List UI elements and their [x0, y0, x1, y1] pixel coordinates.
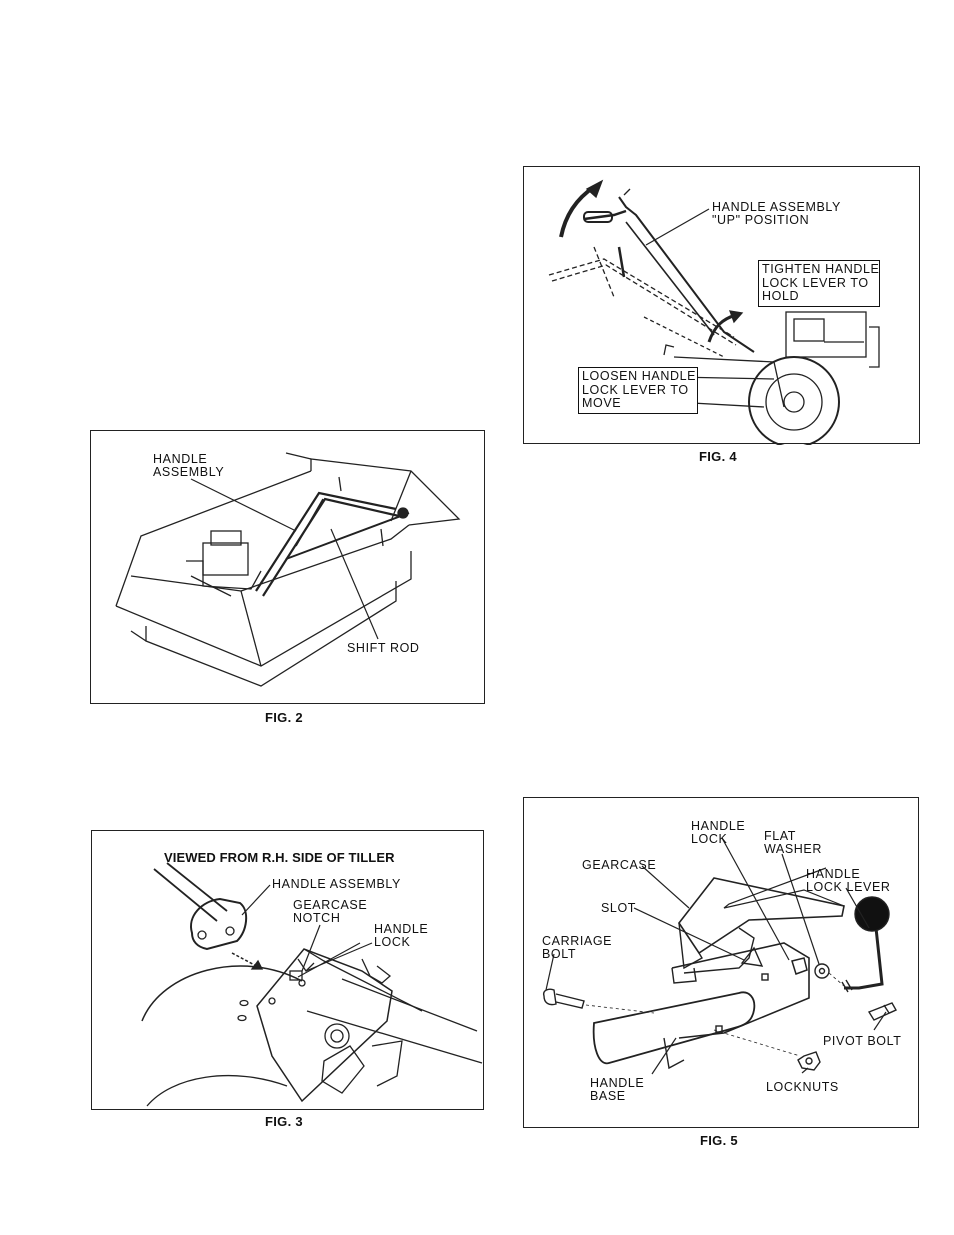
figure-2-illustration [115, 452, 461, 687]
gearcase-label: GEARCASE [582, 858, 657, 872]
flat-washer-label: FLAT WASHER [764, 829, 823, 856]
locknuts-label: LOCKNUTS [766, 1080, 839, 1094]
figure-3-panel: VIEWED FROM R.H. SIDE OF TILLER HANDLE A… [91, 830, 484, 1110]
fig5-handle-lock-label: HANDLE LOCK [691, 819, 746, 846]
fig3-heading: VIEWED FROM R.H. SIDE OF TILLER [164, 850, 395, 865]
figure-3-illustration [141, 862, 483, 1107]
figure-2-caption: FIG. 2 [265, 710, 303, 725]
fig3-handle-assembly-label: HANDLE ASSEMBLY [272, 877, 401, 891]
figure-3-caption: FIG. 3 [265, 1114, 303, 1129]
fig3-handle-lock-label: HANDLE LOCK [374, 922, 429, 949]
figure-4-illustration [548, 179, 880, 445]
figure-2-panel: HANDLE ASSEMBLY SHIFT ROD [90, 430, 485, 704]
gearcase-notch-label: GEARCASE NOTCH [293, 898, 368, 925]
carriage-bolt-label: CARRIAGE BOLT [542, 934, 613, 961]
tighten-lever-callout: TIGHTEN HANDLE LOCK LEVER TO HOLD [758, 260, 880, 307]
figure-5-illustration [542, 837, 897, 1075]
handle-assembly-label: HANDLE ASSEMBLY [153, 452, 225, 479]
figure-5-panel: HANDLE LOCK FLAT WASHER GEARCASE HANDLE … [523, 797, 919, 1128]
figure-5-caption: FIG. 5 [700, 1133, 738, 1148]
loosen-lever-callout: LOOSEN HANDLE LOCK LEVER TO MOVE [578, 367, 698, 414]
handle-lock-lever-label: HANDLE LOCK LEVER [806, 867, 891, 894]
slot-label: SLOT [601, 901, 637, 915]
shift-rod-label: SHIFT ROD [347, 641, 420, 655]
pivot-bolt-label: PIVOT BOLT [823, 1034, 902, 1048]
handle-up-position-label: HANDLE ASSEMBLY "UP" POSITION [712, 200, 841, 227]
figure-4-caption: FIG. 4 [699, 449, 737, 464]
handle-base-label: HANDLE BASE [590, 1076, 645, 1103]
figure-4-panel: HANDLE ASSEMBLY "UP" POSITION TIGHTEN HA… [523, 166, 920, 445]
